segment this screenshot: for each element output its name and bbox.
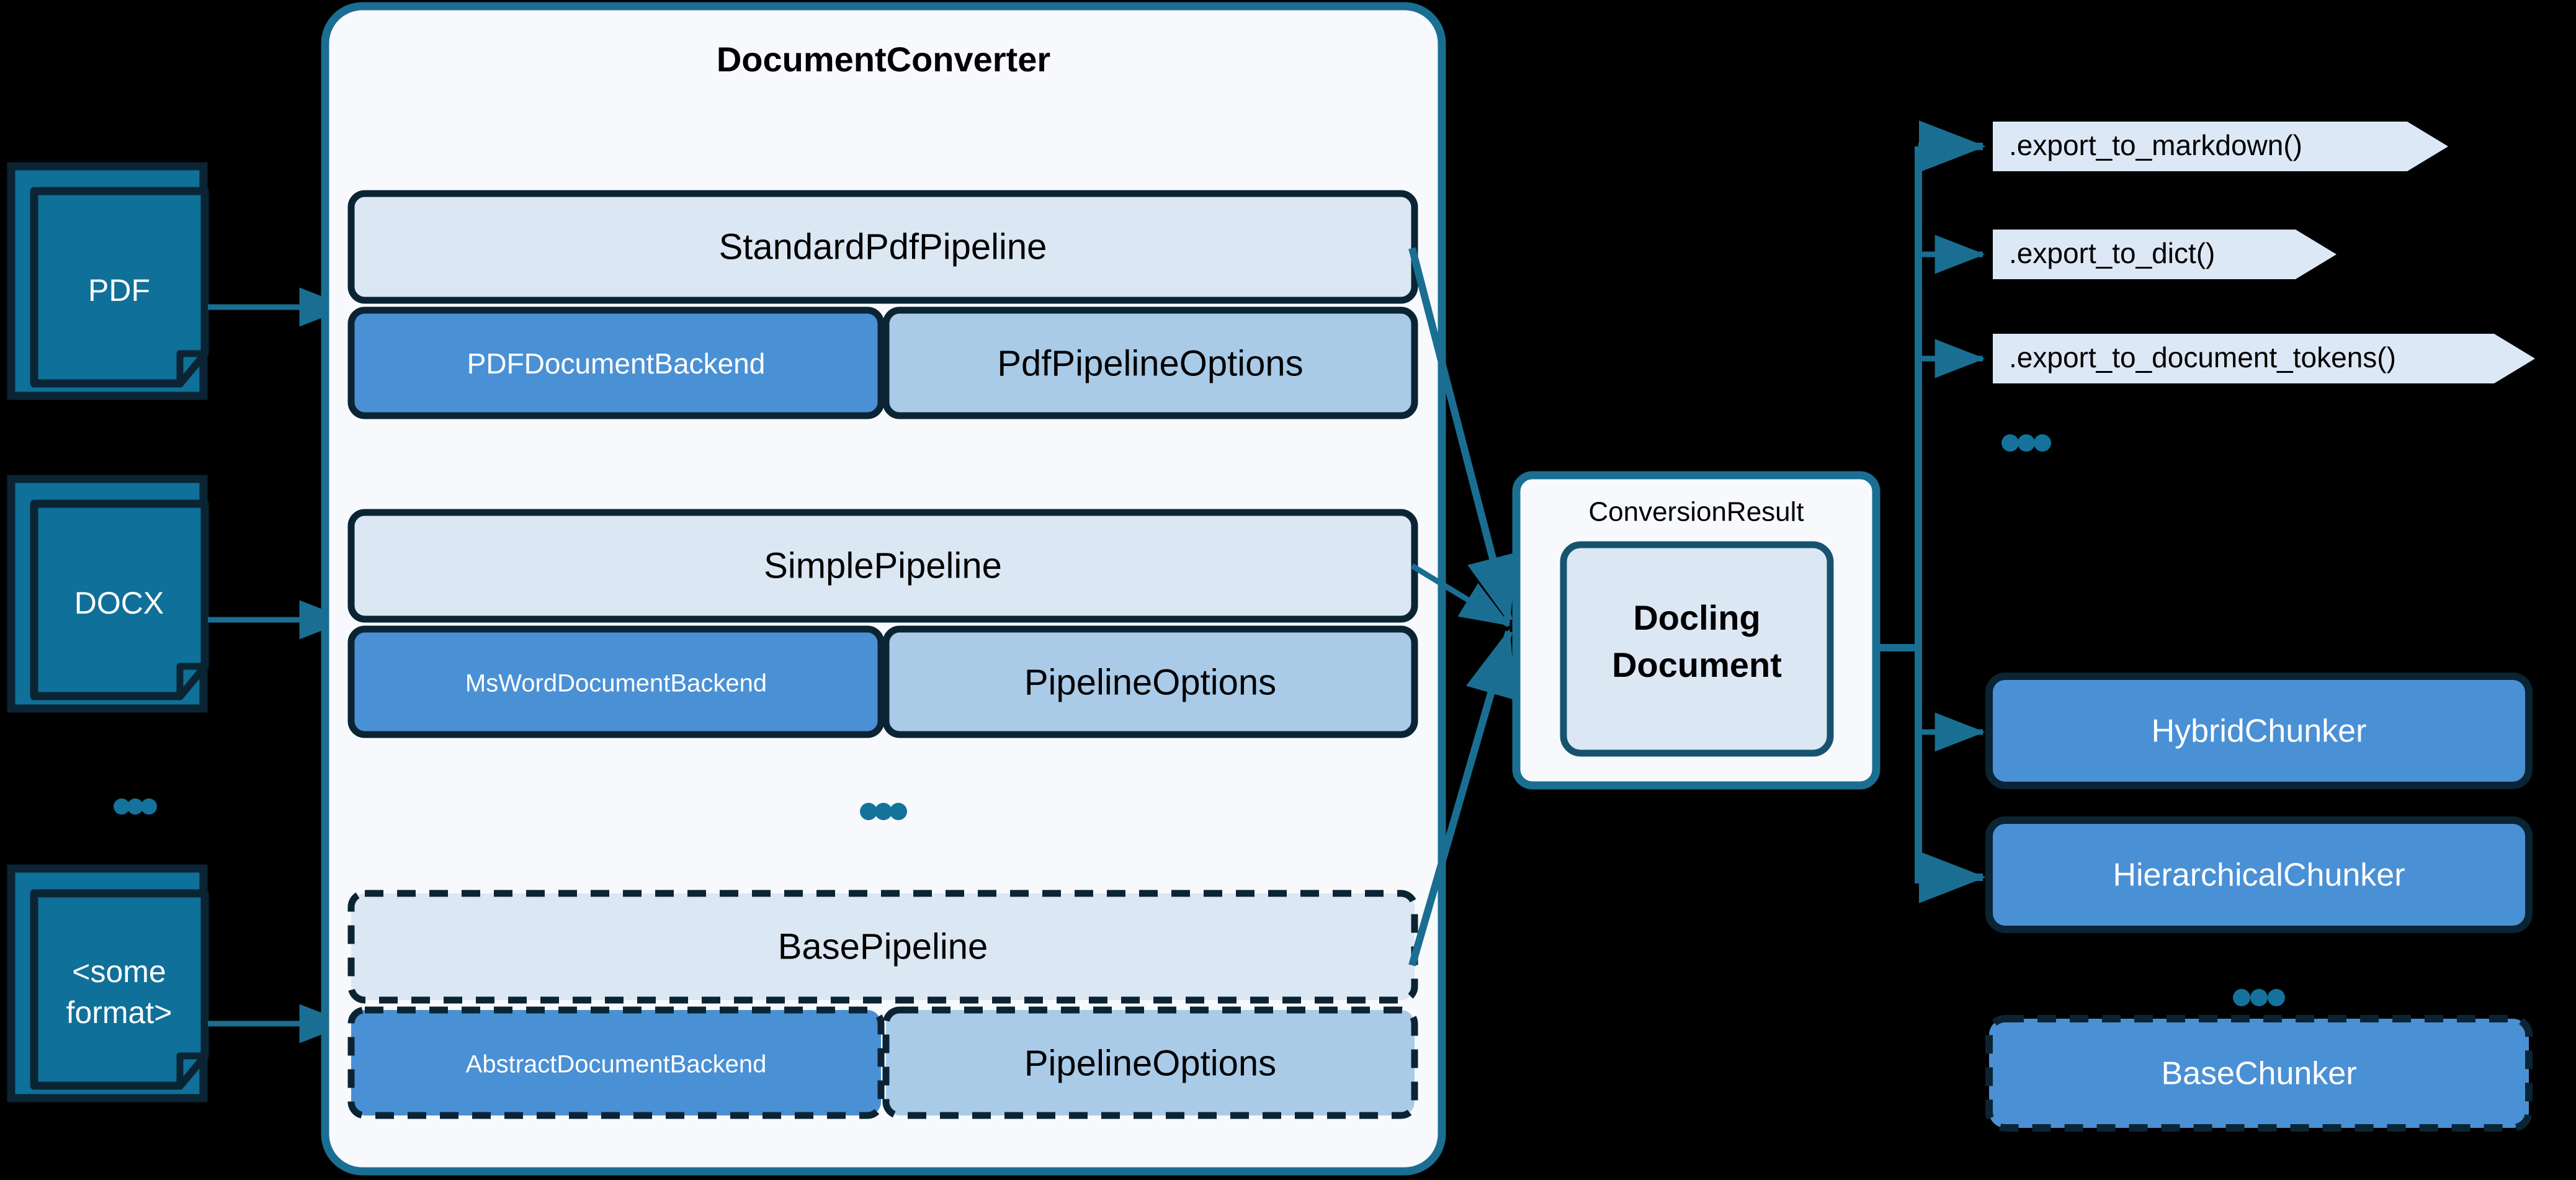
pipeline-options-label: PdfPipelineOptions xyxy=(997,343,1303,383)
chunker-hierarchical[interactable]: HierarchicalChunker xyxy=(1985,816,2533,933)
arrow-simple-to-result xyxy=(1410,563,1511,627)
export-label: .export_to_dict() xyxy=(2009,237,2215,269)
converter-ellipsis xyxy=(860,803,907,820)
pipeline-backend-box[interactable] xyxy=(347,1006,885,1119)
chunker-label: HierarchicalChunker xyxy=(2113,857,2405,893)
export-chevron-dict[interactable]: .export_to_dict() xyxy=(1993,230,2337,279)
arrow-base-to-result xyxy=(1408,628,1516,967)
page-title: DocumentConverter xyxy=(717,40,1050,79)
pipeline-backend-label: MsWordDocumentBackend xyxy=(465,670,767,697)
chunker-label: BaseChunker xyxy=(2161,1056,2356,1092)
conversion-result-card[interactable]: ConversionResult Docling Document xyxy=(1512,471,1881,790)
pipeline-backend-label: PDFDocumentBackend xyxy=(467,347,766,380)
conversion-result-caption: ConversionResult xyxy=(1588,497,1804,527)
pipeline-options-box[interactable] xyxy=(882,306,1418,419)
pipeline-simple[interactable]: SimplePipeline MsWordDocumentBackend Pip… xyxy=(347,509,1418,738)
pipeline-name: BasePipeline xyxy=(778,926,988,967)
chunker-label: HybridChunker xyxy=(2152,713,2367,749)
arrow-standardpdf-to-result xyxy=(1408,247,1518,624)
pipeline-backend-label: AbstractDocumentBackend xyxy=(466,1051,767,1078)
chunker-base[interactable]: BaseChunker xyxy=(1985,1015,2533,1132)
pipeline-backend-box[interactable] xyxy=(347,306,885,419)
input-doc-label-line1: <some xyxy=(72,954,166,989)
export-chevron-markdown[interactable]: .export_to_markdown() xyxy=(1993,122,2448,171)
pipeline-base[interactable]: BasePipeline AbstractDocumentBackend Pip… xyxy=(347,890,1418,1119)
input-document-some-format[interactable]: <some format> xyxy=(7,864,209,1102)
pipeline-options-label: PipelineOptions xyxy=(1024,1043,1276,1083)
chunker-hybrid[interactable]: HybridChunker xyxy=(1985,673,2533,789)
input-document-docx[interactable]: DOCX xyxy=(7,475,209,713)
pipeline-name: SimplePipeline xyxy=(764,545,1002,586)
docling-document-label-line2: Document xyxy=(1612,645,1782,684)
input-doc-label: PDF xyxy=(88,273,150,308)
export-label: .export_to_document_tokens() xyxy=(2009,341,2396,373)
docling-document-label-line1: Docling xyxy=(1633,598,1760,637)
pipeline-options-box[interactable] xyxy=(882,625,1418,738)
pipeline-name: StandardPdfPipeline xyxy=(719,226,1047,267)
output-branch-lines xyxy=(1880,120,1986,903)
pipeline-options-label: PipelineOptions xyxy=(1024,662,1276,702)
chunkers-ellipsis xyxy=(2233,989,2285,1006)
docling-document-box[interactable] xyxy=(1560,541,1834,757)
input-doc-label: DOCX xyxy=(74,586,164,620)
export-label: .export_to_markdown() xyxy=(2009,129,2302,161)
input-document-pdf[interactable]: PDF xyxy=(7,162,209,400)
inputs-ellipsis xyxy=(114,798,157,815)
pipeline-options-box[interactable] xyxy=(882,1006,1418,1119)
input-doc-label-line2: format> xyxy=(66,995,172,1030)
pipeline-standard-pdf[interactable]: StandardPdfPipeline PDFDocumentBackend P… xyxy=(347,190,1418,419)
pipeline-backend-box[interactable] xyxy=(347,625,885,738)
exports-ellipsis xyxy=(2001,434,2051,452)
export-chevron-document-tokens[interactable]: .export_to_document_tokens() xyxy=(1993,334,2535,383)
